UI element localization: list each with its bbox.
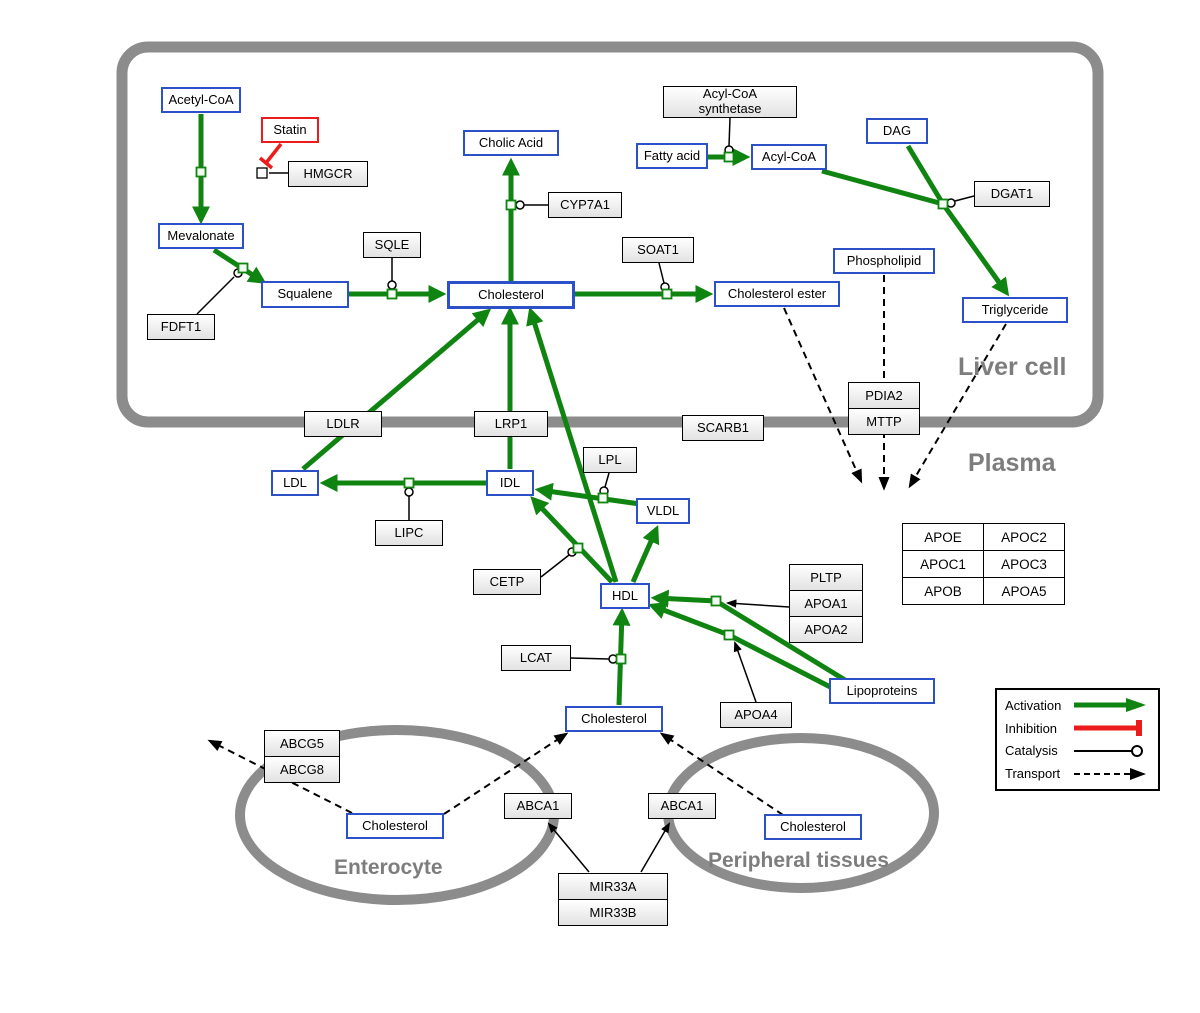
node-apob[interactable]: APOB <box>903 578 983 604</box>
node-mevalonate[interactable]: Mevalonate <box>158 223 244 249</box>
node-mir33a[interactable]: MIR33A <box>559 874 667 899</box>
node-acetyl-coa[interactable]: Acetyl-CoA <box>161 87 241 113</box>
liver-membrane <box>116 41 1104 428</box>
activation-arrow-icon <box>1074 698 1146 713</box>
node-vldl[interactable]: VLDL <box>636 498 690 524</box>
node-ldlr[interactable]: LDLR <box>304 411 382 437</box>
node-apoa2[interactable]: APOA2 <box>790 617 862 642</box>
node-cholesterol-liver[interactable]: Cholesterol <box>447 281 575 309</box>
legend-activation-label: Activation <box>1005 697 1062 713</box>
apolipoprotein-table: APOE APOC2 APOC1 APOC3 APOB APOA5 <box>902 523 1065 605</box>
node-lipoproteins[interactable]: Lipoproteins <box>829 678 935 704</box>
catalysis-circle-icon <box>1074 744 1143 757</box>
node-apoe[interactable]: APOE <box>903 524 983 550</box>
node-cholesterol-ester[interactable]: Cholesterol ester <box>714 281 840 307</box>
node-apoc1[interactable]: APOC1 <box>903 551 983 577</box>
node-cetp[interactable]: CETP <box>473 569 541 595</box>
node-hdl[interactable]: HDL <box>600 583 650 609</box>
node-dgat1[interactable]: DGAT1 <box>974 181 1050 207</box>
node-squalene[interactable]: Squalene <box>261 281 349 308</box>
transport-dashed-arrow-icon <box>1074 767 1146 780</box>
stack-mir33: MIR33A MIR33B <box>558 873 668 926</box>
node-triglyceride[interactable]: Triglyceride <box>962 297 1068 323</box>
node-cholic-acid[interactable]: Cholic Acid <box>463 130 559 156</box>
node-apoc2[interactable]: APOC2 <box>984 524 1064 550</box>
inhibition-target-node <box>256 167 268 179</box>
legend-transport-label: Transport <box>1005 766 1061 782</box>
node-abcg8[interactable]: ABCG8 <box>265 757 339 782</box>
node-apoa5[interactable]: APOA5 <box>984 578 1064 604</box>
stack-pltp-apoa1-apoa2: PLTP APOA1 APOA2 <box>789 564 863 643</box>
node-lipc[interactable]: LIPC <box>375 520 443 546</box>
legend-row-inhibition: Inhibition <box>1005 719 1150 737</box>
catalysis-edges <box>196 117 975 873</box>
node-abca1-right[interactable]: ABCA1 <box>648 793 716 819</box>
node-idl[interactable]: IDL <box>486 470 534 496</box>
legend-row-catalysis: Catalysis <box>1005 742 1150 760</box>
node-acyl-coa[interactable]: Acyl-CoA <box>751 144 827 170</box>
inhibition-edge <box>258 142 283 170</box>
node-ldl[interactable]: LDL <box>271 470 319 496</box>
node-lrp1[interactable]: LRP1 <box>474 411 548 437</box>
legend-inhibition-label: Inhibition <box>1005 720 1058 736</box>
liver-cell-label: Liver cell <box>958 353 1067 381</box>
node-acyl-coa-synthetase[interactable]: Acyl-CoA synthetase <box>663 86 797 118</box>
node-sqle[interactable]: SQLE <box>363 232 421 258</box>
legend-row-transport: Transport <box>1005 765 1150 783</box>
enterocyte-label: Enterocyte <box>334 856 443 879</box>
node-phospholipid[interactable]: Phospholipid <box>833 248 935 274</box>
stack-abcg5-abcg8: ABCG5 ABCG8 <box>264 730 340 783</box>
stack-pdia2-mttp: PDIA2 MTTP <box>848 382 920 435</box>
node-pdia2[interactable]: PDIA2 <box>849 383 919 408</box>
node-mttp[interactable]: MTTP <box>849 409 919 434</box>
node-abca1-left[interactable]: ABCA1 <box>504 793 572 819</box>
legend: Activation Inhibition Catalysis Transpor… <box>995 688 1160 791</box>
node-lcat[interactable]: LCAT <box>501 645 571 671</box>
node-fatty-acid[interactable]: Fatty acid <box>636 143 708 169</box>
node-soat1[interactable]: SOAT1 <box>622 237 694 263</box>
plasma-label: Plasma <box>968 449 1056 477</box>
transport-edges <box>207 275 1007 816</box>
node-scarb1[interactable]: SCARB1 <box>682 415 764 441</box>
inhibition-tbar-icon <box>1074 720 1142 737</box>
node-fdft1[interactable]: FDFT1 <box>147 314 215 340</box>
node-pltp[interactable]: PLTP <box>790 565 862 590</box>
node-apoc3[interactable]: APOC3 <box>984 551 1064 577</box>
peripheral-tissues-label: Peripheral tissues <box>708 849 889 872</box>
node-cholesterol-enterocyte[interactable]: Cholesterol <box>346 813 444 839</box>
reaction-nodes <box>195 151 949 665</box>
node-dag[interactable]: DAG <box>866 118 928 144</box>
node-cholesterol-plasma[interactable]: Cholesterol <box>565 706 663 732</box>
node-statin[interactable]: Statin <box>261 117 319 143</box>
legend-catalysis-label: Catalysis <box>1005 743 1058 759</box>
node-cholesterol-peripheral[interactable]: Cholesterol <box>764 814 862 840</box>
node-apoa4[interactable]: APOA4 <box>720 702 792 728</box>
legend-row-activation: Activation <box>1005 696 1150 714</box>
node-cyp7a1[interactable]: CYP7A1 <box>548 192 622 218</box>
node-abcg5[interactable]: ABCG5 <box>265 731 339 756</box>
node-apoa1[interactable]: APOA1 <box>790 591 862 616</box>
node-lpl[interactable]: LPL <box>583 447 637 473</box>
node-mir33b[interactable]: MIR33B <box>559 900 667 925</box>
node-hmgcr[interactable]: HMGCR <box>288 161 368 187</box>
